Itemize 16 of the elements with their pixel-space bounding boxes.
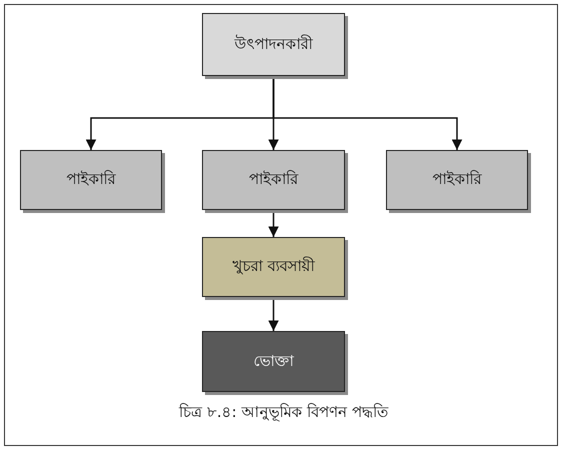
box-label: পাইকারি bbox=[432, 170, 482, 190]
box-label: পাইকারি bbox=[66, 170, 116, 190]
process-box bbox=[202, 331, 345, 392]
process-box bbox=[202, 13, 345, 76]
process-box bbox=[202, 150, 345, 210]
process-box bbox=[20, 150, 162, 210]
box-label: ভোক্তা bbox=[254, 352, 294, 372]
box-label: পাইকারি bbox=[249, 170, 298, 190]
process-box bbox=[386, 150, 528, 210]
process-box bbox=[202, 237, 345, 297]
arrow bbox=[272, 76, 462, 150]
arrow bbox=[268, 210, 279, 237]
box-label: উৎপাদনকারী bbox=[234, 34, 312, 54]
figure-caption: চিত্র ৮.৪: আনুভূমিক বিপণন পদ্ধতি bbox=[178, 402, 390, 424]
arrow bbox=[268, 297, 279, 331]
box-label: খুচরা ব্যবসায়ী bbox=[232, 257, 314, 277]
